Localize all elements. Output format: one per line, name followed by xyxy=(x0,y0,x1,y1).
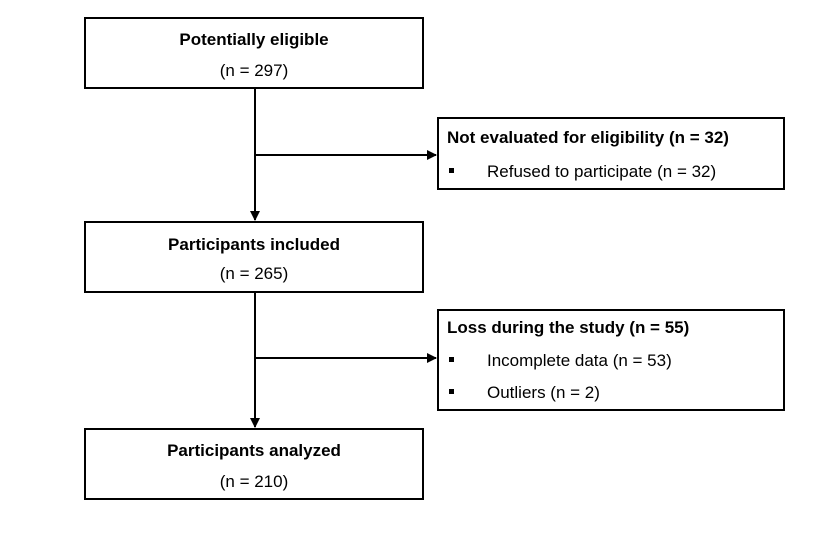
loss-during-study-title: Loss during the study (n = 55) xyxy=(447,318,690,337)
participants-analyzed-count: (n = 210) xyxy=(219,472,289,491)
potentially-eligible-box: Potentially eligible (n = 297) xyxy=(84,17,424,89)
bullet-icon xyxy=(449,168,454,173)
participants-analyzed-title: Participants analyzed xyxy=(167,441,341,460)
not-evaluated-item-label: Refused to participate (n = 32) xyxy=(487,162,717,181)
bullet-icon xyxy=(449,357,454,362)
loss-during-study-item-label: Outliers (n = 2) xyxy=(487,383,600,402)
loss-during-study-box: Loss during the study (n = 55) Incomplet… xyxy=(437,309,785,411)
participants-analyzed-box: Participants analyzed (n = 210) xyxy=(84,428,424,500)
participants-included-count: (n = 265) xyxy=(219,264,289,283)
potentially-eligible-count: (n = 297) xyxy=(219,61,289,80)
bullet-icon xyxy=(449,389,454,394)
loss-during-study-item-label: Incomplete data (n = 53) xyxy=(487,351,672,370)
not-evaluated-box: Not evaluated for eligibility (n = 32) R… xyxy=(437,117,785,190)
participants-included-title: Participants included xyxy=(168,235,340,254)
participants-included-box: Participants included (n = 265) xyxy=(84,221,424,293)
not-evaluated-title: Not evaluated for eligibility (n = 32) xyxy=(447,128,729,147)
potentially-eligible-title: Potentially eligible xyxy=(179,30,329,49)
